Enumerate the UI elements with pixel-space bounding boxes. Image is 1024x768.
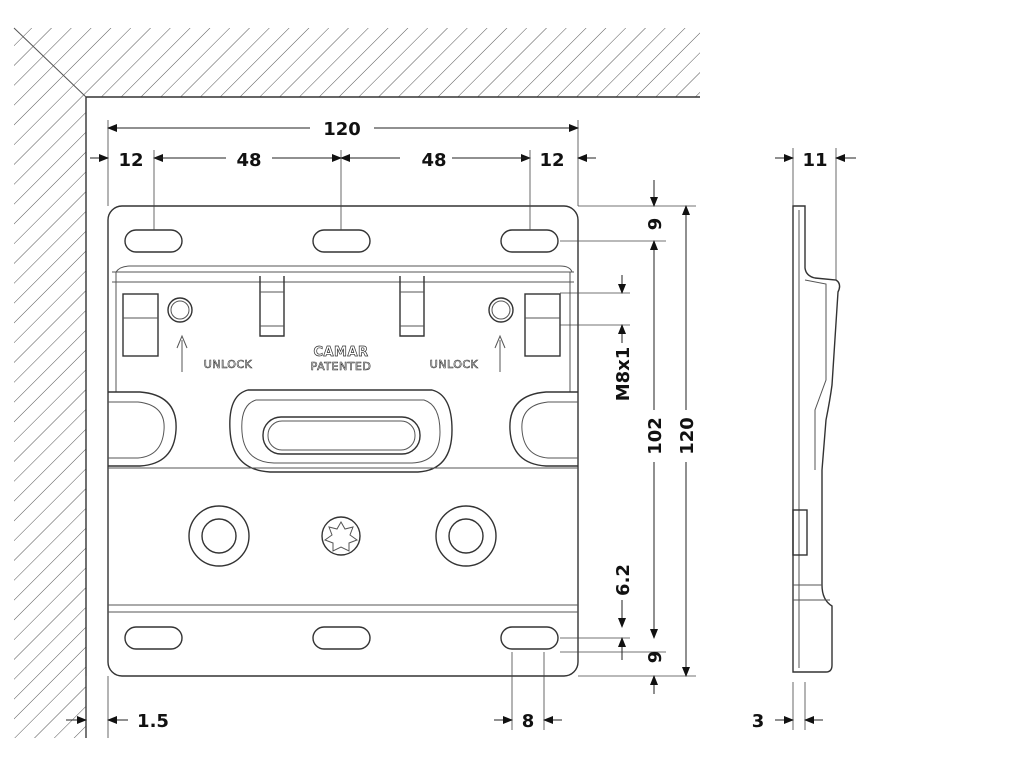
dim-side-depth: 11 (802, 150, 827, 171)
dim-right-edge: 12 (539, 150, 564, 171)
dim-slot-width: 8 (522, 711, 535, 732)
dim-right-span: 48 (421, 150, 446, 171)
dim-overall-height: 120 (677, 417, 698, 455)
lock-tab-right (524, 293, 561, 357)
slot-top-right (500, 229, 559, 253)
arrow-up-icon (176, 334, 188, 372)
plate-outline (107, 205, 579, 677)
dim-left-edge: 12 (118, 150, 143, 171)
side-recess-left (108, 391, 177, 467)
side-nut (792, 509, 808, 556)
slot-bottom-right (500, 626, 559, 650)
dim-wall-gap: 1.5 (137, 711, 169, 732)
dim-lower-offset: 6.2 (613, 564, 634, 596)
arrow-up-icon (494, 334, 506, 372)
dim-bottom-offset: 9 (645, 651, 666, 664)
slot-bottom-center (312, 626, 371, 650)
dim-hook-height: 102 (645, 417, 666, 455)
dim-thickness: 3 (752, 711, 765, 732)
dim-overall-width: 120 (323, 119, 361, 140)
hole-left (188, 505, 250, 567)
wall-section (13, 27, 700, 738)
dim-top-offset: 9 (645, 218, 666, 231)
unlock-label-right: UNLOCK (430, 358, 479, 371)
hook-prong-left (259, 276, 285, 337)
slot-top-center (312, 229, 371, 253)
dim-left-span: 48 (236, 150, 261, 171)
dimension-lines (66, 120, 856, 738)
slot-top-left (124, 229, 183, 253)
dim-thread: M8x1 (613, 347, 634, 402)
mounting-plate: CAMAR PATENTED UNLOCK UNLOCK (107, 205, 579, 677)
slot-bottom-left (124, 626, 183, 650)
side-profile (792, 205, 841, 673)
recess-handle (229, 389, 453, 473)
lock-tab-left (122, 293, 159, 357)
side-recess-right (509, 391, 578, 467)
dimension-labels: 120 12 48 48 12 11 9 M8x1 102 120 6.2 9 … (118, 116, 828, 732)
unlock-label-left: UNLOCK (204, 358, 253, 371)
brand-label: CAMAR (313, 345, 368, 360)
patented-label: PATENTED (311, 360, 372, 373)
bolt-right (488, 297, 514, 323)
hole-right (435, 505, 497, 567)
torx-screw-icon (321, 516, 361, 556)
bolt-left (167, 297, 193, 323)
hook-prong-right (399, 276, 425, 337)
